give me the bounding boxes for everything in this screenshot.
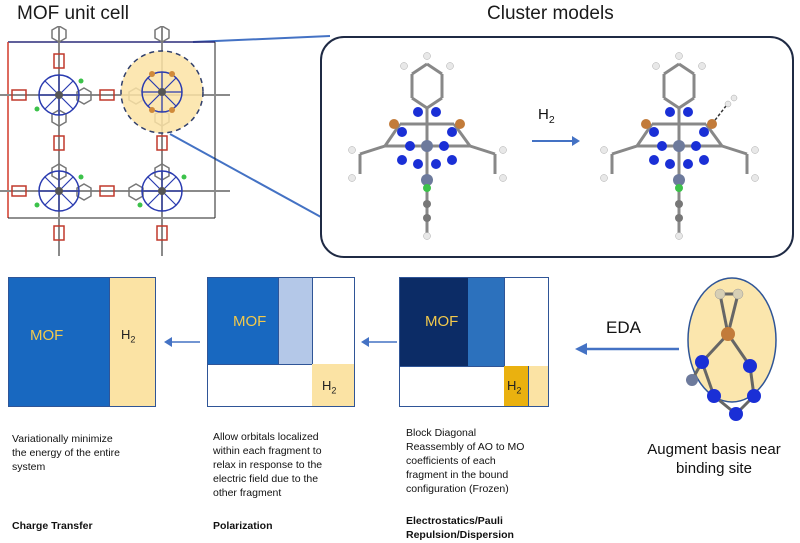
mof-secondary-block — [468, 278, 504, 366]
cluster-molecule-with-h2 — [600, 52, 759, 240]
mof-linkers — [0, 26, 230, 256]
frozen-description: Block Diagonal Reassembly of AO to MO co… — [406, 426, 524, 496]
charge-transfer-description: Variationally minimize the energy of the… — [12, 432, 120, 474]
h2-block — [504, 366, 528, 406]
highlighted-node — [120, 50, 204, 134]
divider — [504, 278, 505, 406]
mof-block — [9, 278, 109, 406]
frozen-matrix — [399, 277, 549, 407]
mof-block — [400, 278, 468, 366]
description-line: Variationally minimize — [12, 433, 113, 445]
description-line: configuration (Frozen) — [406, 483, 509, 495]
polarization-matrix — [207, 277, 355, 407]
augment-basis-caption: Augment basis near binding site — [628, 440, 800, 478]
eda-label: EDA — [606, 318, 641, 337]
cluster-models-title: Cluster models — [487, 3, 614, 24]
divider — [208, 364, 354, 365]
charge-transfer-matrix — [8, 277, 156, 407]
description-line: Block Diagonal — [406, 427, 477, 439]
polarization-name: Polarization — [213, 520, 273, 532]
pol-mof-label: MOF — [233, 313, 267, 330]
mof-block — [208, 278, 278, 364]
eda-arrow-icon — [575, 343, 679, 355]
frozen-name: Electrostatics/Pauli Repulsion/Dispersio… — [406, 514, 514, 542]
mof-unit-cell-illustration — [0, 26, 330, 256]
description-line: relax in response to the — [213, 459, 323, 471]
description-line: other fragment — [213, 487, 282, 499]
divider — [400, 366, 548, 367]
description-line: system — [12, 461, 46, 473]
cluster-molecule-bare — [348, 52, 507, 240]
frozen-h2-label: H2 — [507, 378, 522, 396]
binding-site-illustration — [686, 277, 777, 421]
augment-caption-line: Augment basis near — [647, 441, 781, 458]
mof-unit-cell-title: MOF unit cell — [17, 3, 129, 24]
description-line: fragment in the bound — [406, 469, 509, 481]
ct-mof-label: MOF — [30, 327, 64, 344]
arrow-left-icon — [361, 337, 397, 347]
arrow-left-icon — [164, 337, 200, 347]
reaction-arrow-icon — [532, 136, 580, 146]
frozen-mof-label: MOF — [425, 313, 459, 330]
h2-reaction-text: H2 — [538, 106, 555, 126]
description-line: within each fragment to — [213, 445, 322, 457]
description-line: electric field due to the — [213, 473, 319, 485]
augment-caption-line: binding site — [676, 460, 752, 477]
mof-metal-nodes — [34, 74, 187, 212]
h2-block — [109, 278, 155, 406]
zoom-line-top — [192, 35, 330, 43]
charge-transfer-name: Charge Transfer — [12, 520, 93, 532]
description-line: Allow orbitals localized — [213, 431, 319, 443]
pol-h2-label: H2 — [322, 378, 337, 396]
coupling-block — [278, 278, 312, 364]
h2-secondary-block — [528, 366, 548, 406]
h2-reaction-label: H2 — [538, 106, 555, 126]
ct-h2-label: H2 — [121, 327, 136, 345]
description-line: coefficients of each — [406, 455, 496, 467]
polarization-description: Allow orbitals localized within each fra… — [213, 430, 322, 500]
h2-block — [312, 364, 354, 406]
frozen-name-line: Repulsion/Dispersion — [406, 529, 514, 541]
zoom-line-bottom — [169, 133, 330, 223]
description-line: Reassembly of AO to MO — [406, 441, 525, 453]
description-line: the energy of the entire — [12, 447, 120, 459]
frozen-name-line: Electrostatics/Pauli — [406, 515, 503, 527]
divider — [312, 278, 313, 406]
